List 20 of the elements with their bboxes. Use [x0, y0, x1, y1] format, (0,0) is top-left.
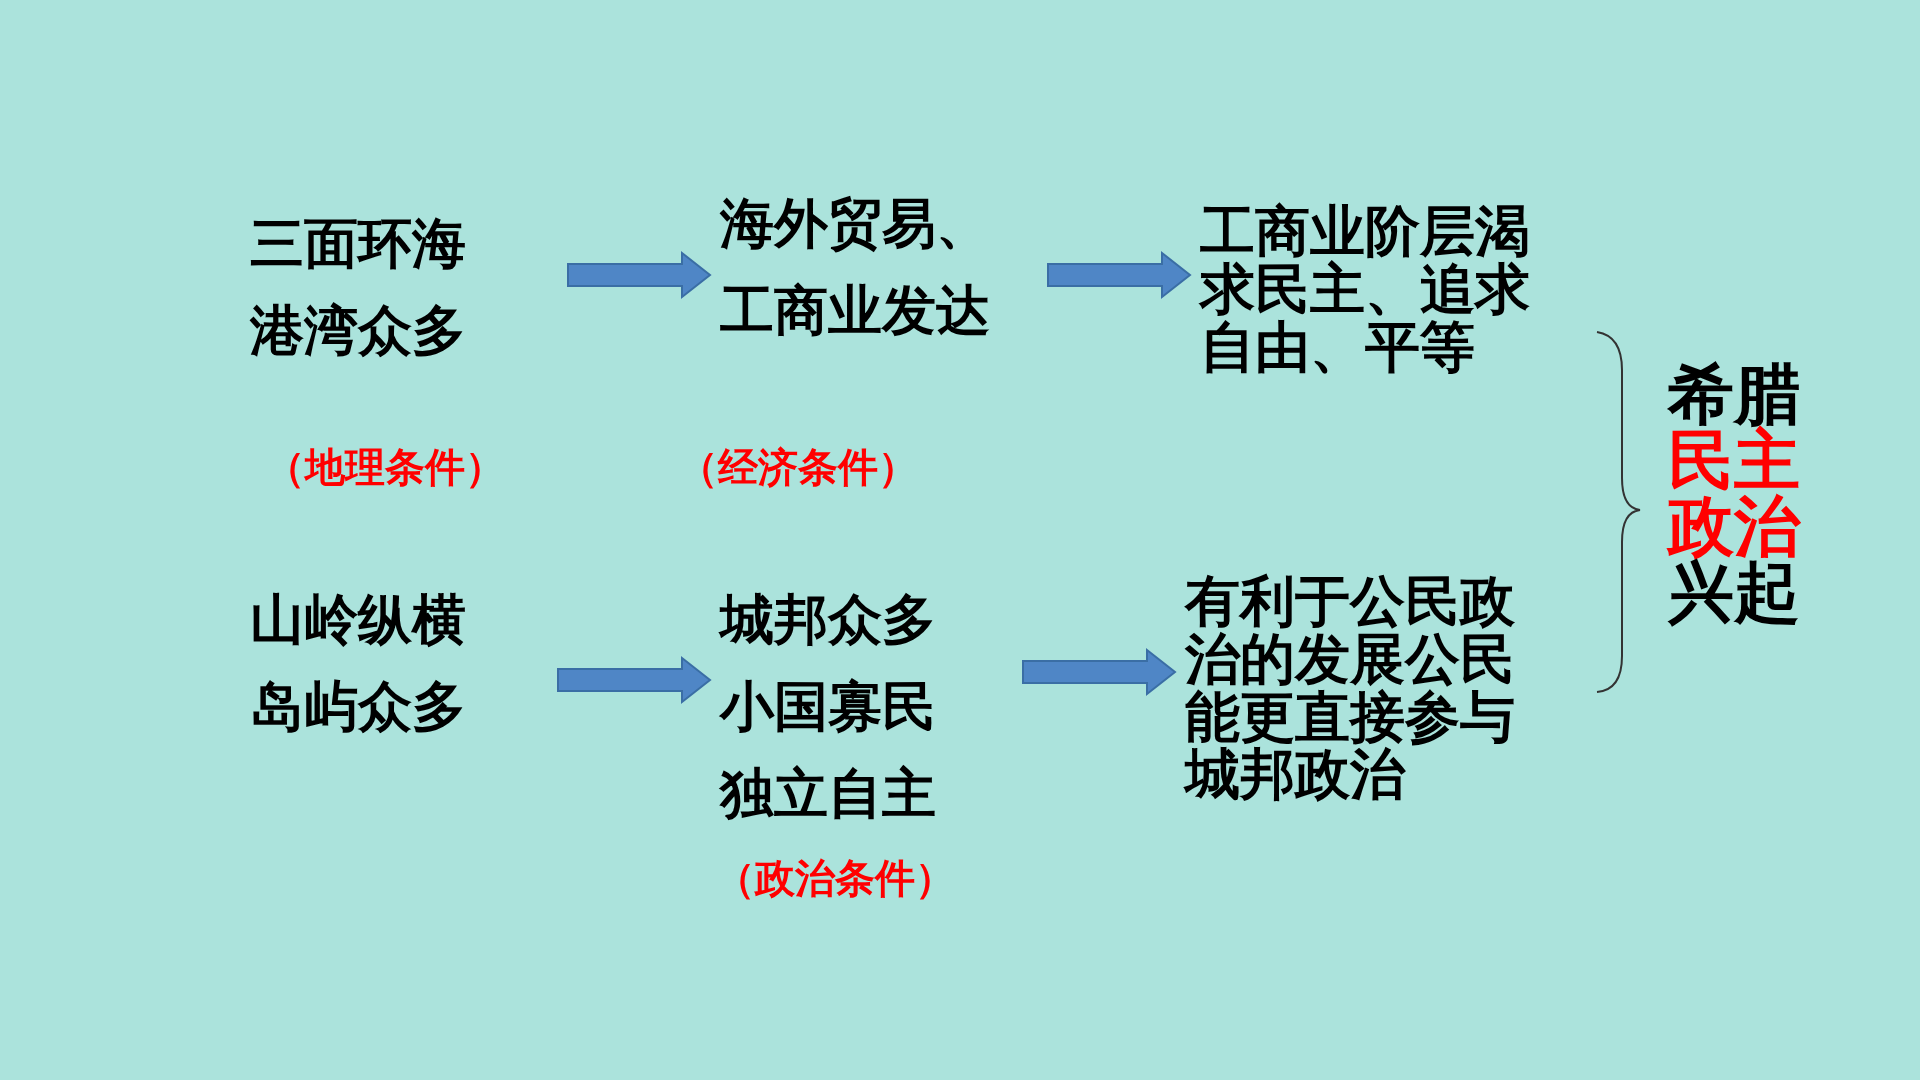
conclusion-text: 兴起: [1668, 560, 1800, 626]
block-arrow: [1047, 250, 1192, 300]
block-arrow: [1022, 647, 1177, 697]
cause-text: 小国寡民: [720, 674, 937, 740]
block-arrow: [557, 655, 712, 705]
cause-text: 港湾众多: [250, 298, 467, 364]
conclusion-text: 希腊: [1668, 362, 1801, 428]
block-arrow: [567, 250, 712, 300]
cause-text: 三面环海: [250, 212, 467, 277]
cause-text: 海外贸易、: [720, 192, 991, 257]
cause-text: 岛屿众多: [250, 674, 467, 740]
cause-text: 山岭纵横: [250, 588, 467, 653]
cause-text: 工商业阶层渴求民主、追求自由、平等: [1200, 203, 1530, 377]
cause-text: 城邦众多: [720, 588, 937, 653]
cause-text: 工商业发达: [720, 278, 991, 344]
cause-text: 独立自主: [720, 761, 937, 827]
cause-text: 有利于公民政治的发展公民能更直接参与城邦政治: [1185, 573, 1515, 804]
category-label: （地理条件）: [265, 447, 505, 487]
category-label: （政治条件）: [715, 858, 955, 898]
category-label: （经济条件）: [678, 447, 918, 487]
